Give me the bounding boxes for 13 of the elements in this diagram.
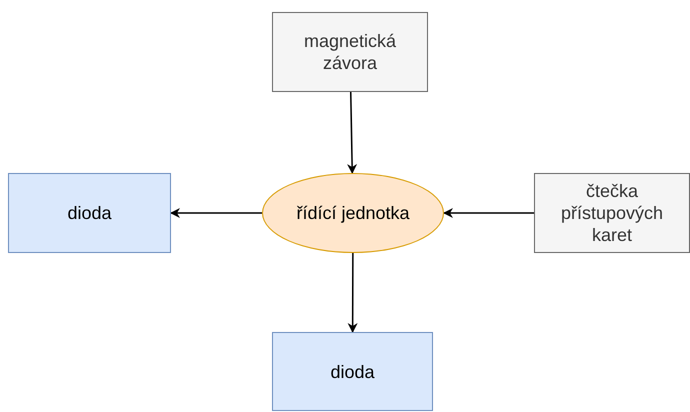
process-box [534,173,690,253]
process-box [8,173,171,253]
arrow [170,208,262,218]
arrow [347,92,358,174]
arrow [443,208,534,218]
node-label: řídící jednotka [296,202,410,224]
node-label: dioda [67,202,112,224]
arrow [348,253,358,333]
node-label: dioda [330,360,375,382]
process-box [272,332,433,411]
node-label: magnetická závora [302,30,398,74]
node-label: čtečka přístupových karet [560,180,664,246]
process-box [272,12,428,92]
